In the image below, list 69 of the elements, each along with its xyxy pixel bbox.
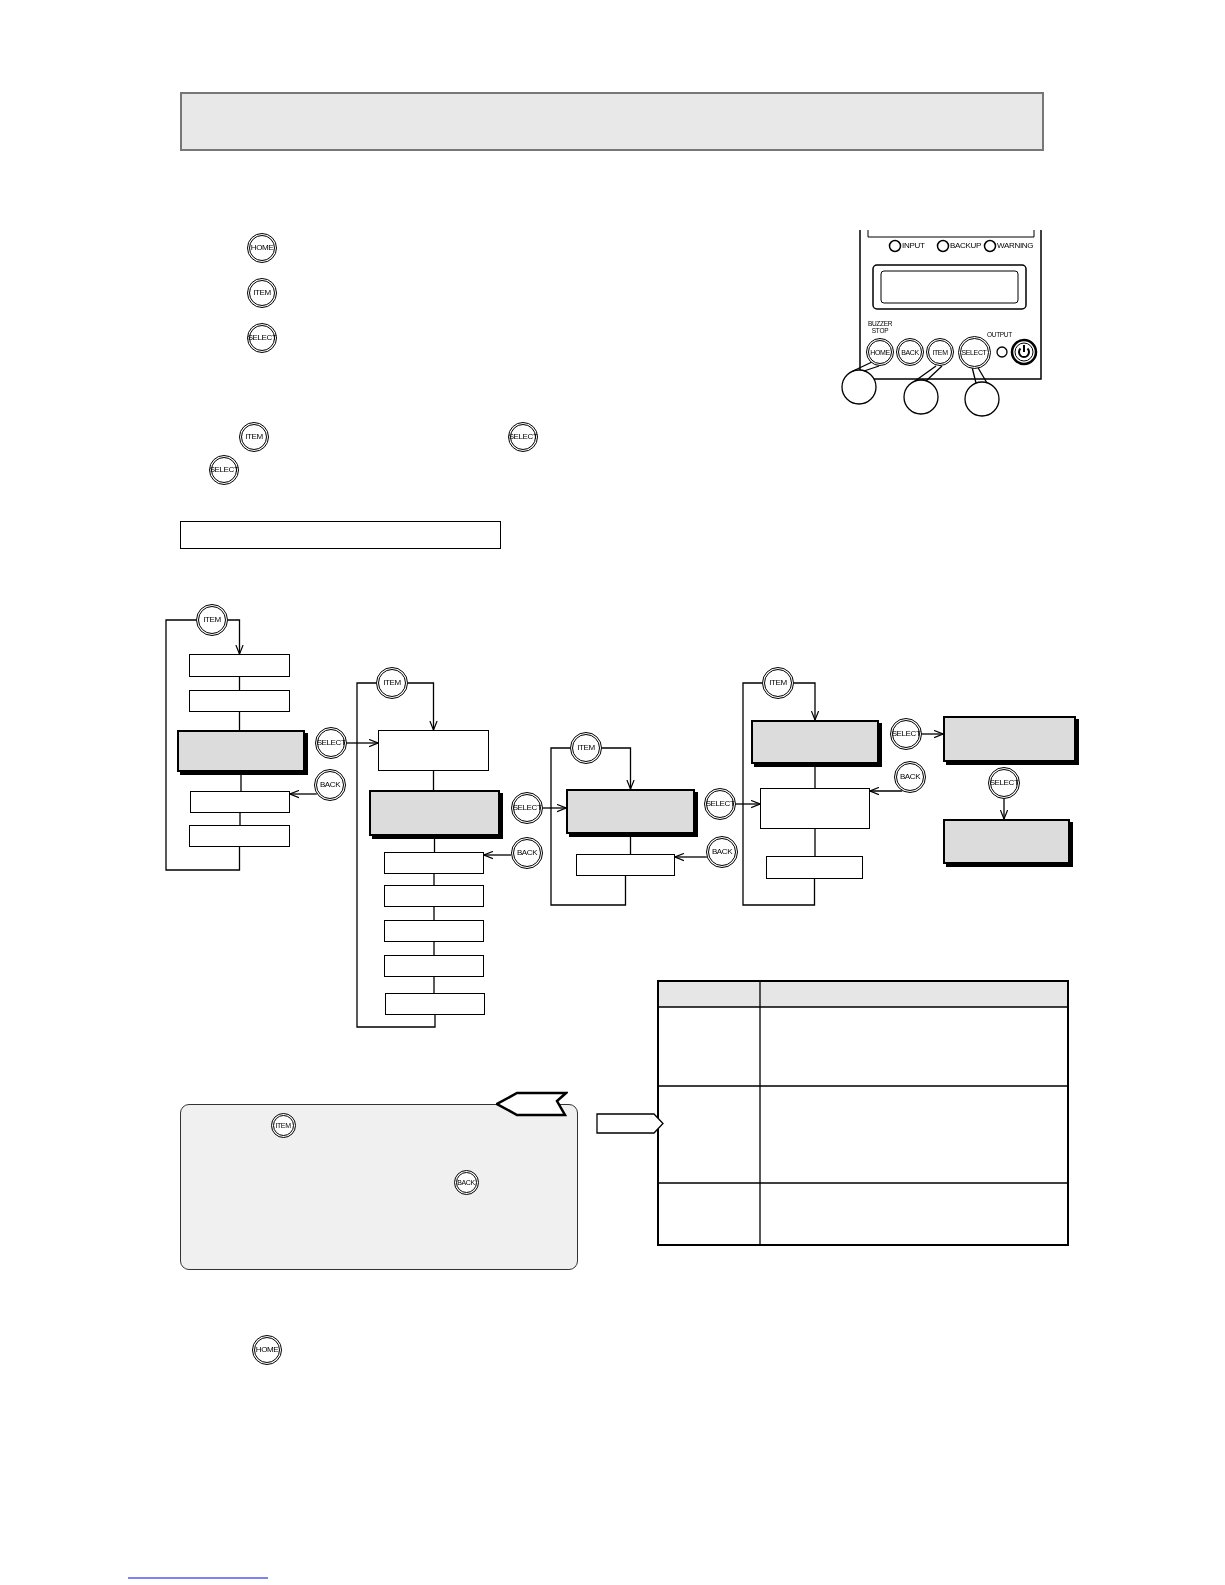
round-key: ITEM	[762, 667, 794, 699]
round-key: SELECT	[511, 792, 543, 824]
connector	[674, 852, 708, 862]
round-key: SELECT	[315, 727, 347, 759]
highlighted-box	[566, 789, 695, 834]
heading-band	[180, 92, 1044, 151]
section-frame	[180, 521, 501, 549]
highlighted-box	[369, 790, 500, 836]
highlighted-box	[177, 730, 305, 772]
round-key: SELECT	[704, 788, 736, 820]
connector	[433, 873, 435, 886]
process-box	[189, 690, 290, 712]
connector	[601, 747, 635, 790]
process-box	[760, 788, 870, 829]
round-key: HOME	[252, 1335, 282, 1365]
connector	[433, 976, 435, 994]
connector	[921, 729, 944, 739]
round-key: ITEM	[239, 422, 269, 452]
connector	[869, 786, 903, 796]
process-box	[378, 730, 489, 771]
process-box	[384, 852, 484, 874]
process-box	[576, 854, 675, 876]
connector	[550, 747, 627, 906]
highlighted-box	[943, 819, 1070, 864]
round-key: ITEM	[376, 667, 408, 699]
connector	[407, 682, 438, 731]
connector	[289, 789, 318, 799]
connector	[346, 738, 379, 748]
process-box	[190, 791, 290, 813]
round-key: BACK	[314, 769, 346, 801]
connector	[542, 803, 567, 813]
connector	[433, 906, 435, 921]
round-key: BACK	[706, 836, 738, 868]
panel-label: INPUT	[902, 242, 925, 250]
note-panel	[180, 1104, 578, 1270]
connector	[433, 941, 435, 956]
round-key: SELECT	[209, 455, 239, 485]
process-box	[384, 885, 484, 907]
round-key: SELECT	[247, 323, 277, 353]
connector	[432, 770, 435, 791]
connector	[735, 799, 761, 809]
round-key: SELECT	[890, 718, 922, 750]
connector	[742, 682, 816, 906]
panel-label: BACKUP	[950, 242, 982, 250]
connector	[814, 828, 816, 857]
process-box	[189, 825, 290, 847]
process-box	[766, 856, 863, 879]
round-key: HOME	[247, 233, 277, 263]
highlighted-box	[943, 716, 1076, 762]
connector	[227, 619, 244, 655]
round-key: BACK	[511, 837, 543, 869]
round-key: SELECT	[508, 422, 538, 452]
round-key: ITEM	[196, 604, 228, 636]
process-box	[384, 920, 484, 942]
process-box	[384, 955, 484, 977]
round-key: SELECT	[988, 767, 1020, 799]
process-box	[189, 654, 290, 677]
highlighted-box	[751, 720, 879, 764]
connector	[483, 850, 512, 860]
connector	[239, 812, 241, 826]
process-box	[385, 993, 485, 1015]
connector	[793, 682, 820, 721]
connector	[999, 798, 1009, 820]
round-key: BACK	[894, 761, 926, 793]
panel-label: WARNING	[997, 242, 1034, 250]
connector	[165, 619, 241, 871]
connector	[356, 682, 436, 1028]
round-key: ITEM	[247, 278, 277, 308]
round-key: ITEM	[570, 732, 602, 764]
